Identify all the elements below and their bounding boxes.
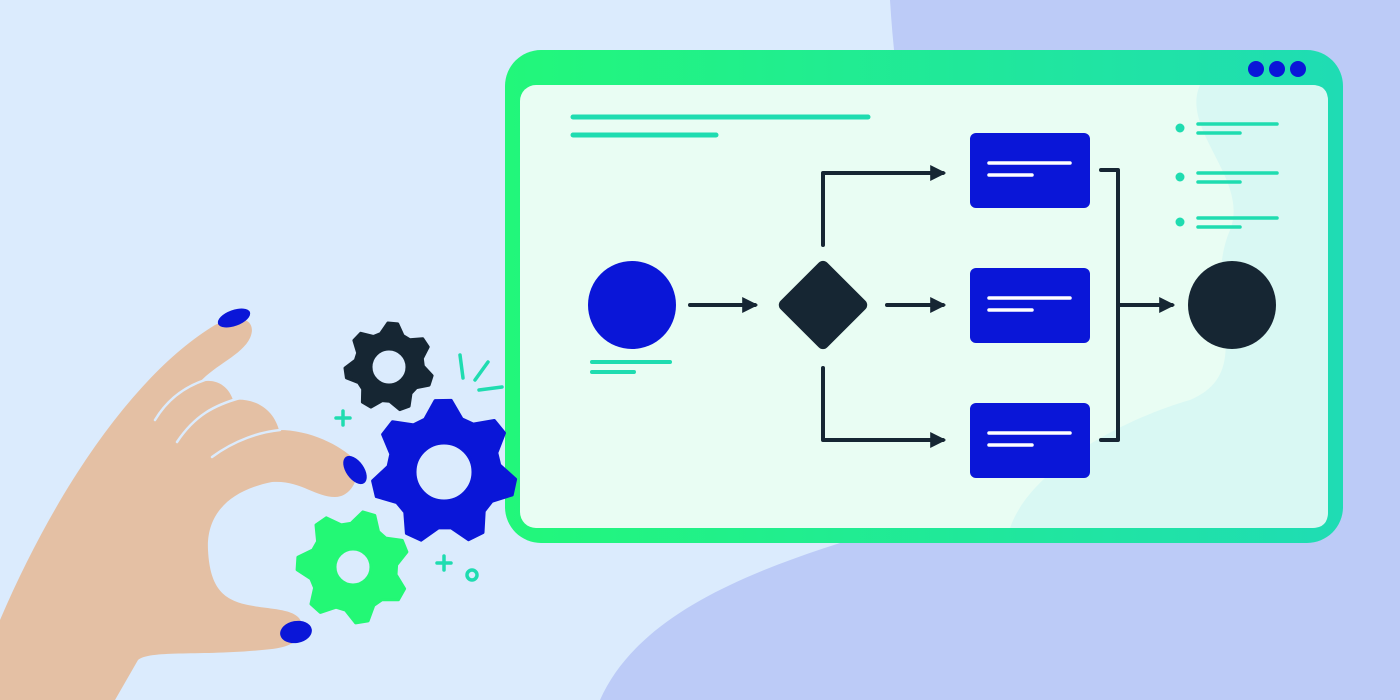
merge-bracket <box>1099 168 1120 442</box>
nails <box>217 308 367 644</box>
end-node <box>1188 261 1276 349</box>
process-node <box>970 133 1090 208</box>
list-item <box>1175 122 1279 135</box>
sparkle-icon <box>334 353 504 582</box>
panel-tint <box>1010 85 1328 528</box>
list-item <box>1175 171 1279 184</box>
arrow-branch-top <box>821 165 947 247</box>
start-caption-lines <box>590 360 672 374</box>
list-item <box>1175 216 1279 229</box>
flowchart-diagram <box>588 133 1276 478</box>
gear-icon <box>343 321 434 412</box>
process-node <box>970 268 1090 343</box>
process-node <box>970 403 1090 478</box>
gear-icon <box>295 510 409 625</box>
hand-illustration <box>0 308 367 700</box>
gear-icon <box>371 398 518 542</box>
title-lines <box>570 114 871 138</box>
window-dots-icon[interactable] <box>1248 61 1306 77</box>
app-window <box>505 50 1343 543</box>
start-node <box>588 261 676 349</box>
arrow-branch-bottom <box>821 366 947 448</box>
side-list <box>1175 122 1279 229</box>
decision-node <box>778 260 868 350</box>
